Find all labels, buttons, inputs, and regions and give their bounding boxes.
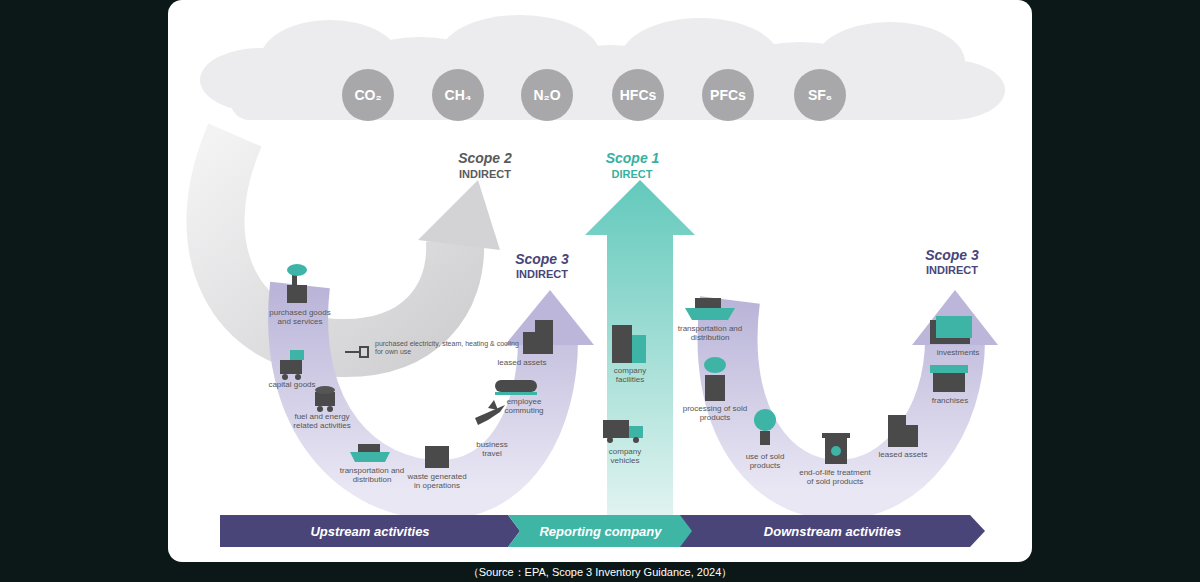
- reporting-band: Reporting company: [508, 515, 693, 547]
- activity-label: transportation and distribution: [670, 324, 750, 342]
- activity-label: leased assets: [873, 450, 933, 459]
- gas-circle: CO₂: [342, 69, 394, 121]
- gas-name: N₂O: [533, 87, 560, 103]
- scope-heading: Scope 3: [907, 247, 997, 263]
- gas-circle: CH₄: [432, 69, 484, 121]
- band-fill: [508, 515, 693, 547]
- activity-label: company facilities: [600, 366, 660, 384]
- gas-circle: SF₆: [794, 69, 846, 121]
- gas-name: CO₂: [354, 87, 381, 103]
- activity-label: company vehicles: [595, 447, 655, 465]
- scope-heading: Scope 2: [440, 150, 530, 166]
- activity-label: use of sold products: [735, 452, 795, 470]
- gas-circle: PFCs: [702, 69, 754, 121]
- gas-name: HFCs: [620, 87, 657, 103]
- band-label: Upstream activities: [310, 524, 429, 539]
- activity-label: waste generated in operations: [406, 472, 468, 490]
- activity-label: processing of sold products: [680, 404, 750, 422]
- scope-type: DIRECT: [587, 168, 677, 181]
- activity-label: capital goods: [267, 380, 317, 389]
- activity-label: fuel and energy related activities: [282, 412, 362, 430]
- scope-type: INDIRECT: [440, 168, 530, 181]
- gas-name: CH₄: [445, 87, 472, 103]
- gas-name: PFCs: [710, 87, 746, 103]
- downstream-band: Downstream activities: [680, 515, 985, 547]
- activity-label: franchises: [920, 396, 980, 405]
- band-label: Reporting company: [539, 524, 661, 539]
- activity-label: employee commuting: [494, 397, 554, 415]
- activity-label: end-of-life treatment of sold products: [795, 468, 875, 486]
- scope-type: INDIRECT: [497, 268, 587, 281]
- activity-label: transportation and distribution: [332, 466, 412, 484]
- activity-label: leased assets: [491, 358, 553, 367]
- activity-label: business travel: [467, 440, 517, 458]
- gas-circle: N₂O: [521, 69, 573, 121]
- band-fill: [680, 515, 985, 547]
- scope-heading: Scope 3: [497, 251, 587, 267]
- activity-label: purchased goods and services: [265, 308, 335, 326]
- icons: [280, 264, 972, 468]
- gas-name: SF₆: [808, 87, 832, 103]
- activity-label: purchased electricity, steam, heating & …: [375, 340, 525, 356]
- activity-label: investments: [928, 348, 988, 357]
- scope-type: INDIRECT: [907, 264, 997, 277]
- source-caption: （Source：EPA, Scope 3 Inventory Guidance,…: [300, 565, 900, 580]
- scope-heading: Scope 1: [587, 150, 677, 166]
- upstream-band: Upstream activities: [220, 515, 520, 547]
- gas-circle: HFCs: [612, 69, 664, 121]
- band-label: Downstream activities: [764, 524, 901, 539]
- band-fill: [220, 515, 520, 547]
